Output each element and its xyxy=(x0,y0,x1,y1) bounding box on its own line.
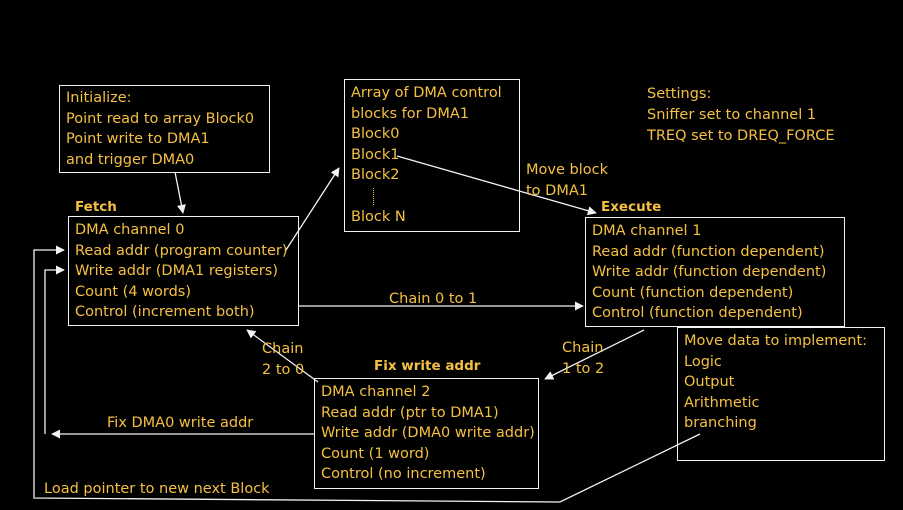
label-load-pointer: Load pointer to new next Block xyxy=(44,481,270,497)
label-move-block-line: to DMA1 xyxy=(526,183,588,199)
execute-box: DMA channel 1 Read addr (function depend… xyxy=(585,217,845,327)
move-data-line: Move data to implement: xyxy=(684,333,868,349)
line-load-pointer-loop xyxy=(33,245,701,503)
ellipsis-dots xyxy=(351,186,513,207)
settings-text: Settings: Sniffer set to channel 1 TREQ … xyxy=(647,84,835,146)
arrow-chain-1-to-2 xyxy=(544,329,645,380)
array-line: Block2 xyxy=(351,167,400,184)
label-chain-line: 2 to 0 xyxy=(262,362,305,378)
array-line: Array of DMA control xyxy=(351,85,502,101)
label-chain-0-to-1: Chain 0 to 1 xyxy=(389,291,478,307)
execute-line: DMA channel 1 xyxy=(592,223,702,239)
settings-line: Sniffer set to channel 1 xyxy=(647,106,817,123)
execute-header: Execute xyxy=(601,199,662,215)
fix-line: DMA channel 2 xyxy=(321,384,431,400)
label-chain-2-to-0: Chain 2 to 0 xyxy=(262,339,304,381)
arrow-block1-to-execute xyxy=(396,155,597,216)
dma-control-array-box: Array of DMA control blocks for DMA1 Blo… xyxy=(344,79,520,232)
settings-line: TREQ set to DREQ_FORCE xyxy=(647,127,835,144)
move-data-box: Move data to implement: Logic Output Ari… xyxy=(677,327,885,461)
move-data-line: Output xyxy=(684,374,735,391)
move-data-line: branching xyxy=(684,415,757,432)
label-move-block: Move block to DMA1 xyxy=(526,160,608,202)
fetch-header: Fetch xyxy=(75,199,117,215)
move-data-line: Arithmetic xyxy=(684,394,760,411)
fix-write-addr-box: DMA channel 2 Read addr (ptr to DMA1) Wr… xyxy=(314,378,539,489)
execute-line: Control (function dependent) xyxy=(592,305,803,322)
initialize-box: Initialize: Point read to array Block0 P… xyxy=(59,85,270,173)
arrow-chain-2-to-0 xyxy=(246,329,319,383)
array-line: Block1 xyxy=(351,146,400,163)
fetch-line: DMA channel 0 xyxy=(75,222,185,238)
label-chain-line: Chain xyxy=(262,341,304,357)
init-line: and trigger DMA0 xyxy=(66,151,195,168)
init-line: Initialize: xyxy=(66,90,132,106)
label-fix-dma0-write-addr: Fix DMA0 write addr xyxy=(107,415,254,431)
execute-line: Count (function dependent) xyxy=(592,284,794,301)
fix-line: Write addr (DMA0 write addr) xyxy=(321,425,535,442)
fix-header: Fix write addr xyxy=(374,358,481,374)
fetch-box: DMA channel 0 Read addr (program counter… xyxy=(68,216,299,326)
fix-line: Count (1 word) xyxy=(321,445,430,462)
execute-line: Write addr (function dependent) xyxy=(592,264,827,281)
array-line: blocks for DMA1 xyxy=(351,105,470,122)
label-chain-line: 1 to 2 xyxy=(562,361,605,377)
label-chain-1-to-2: Chain 1 to 2 xyxy=(562,338,604,380)
arrow-fetch-to-array xyxy=(285,167,340,251)
move-data-line: Logic xyxy=(684,353,722,370)
fix-line: Control (no increment) xyxy=(321,466,486,483)
line-fix-to-write-addr xyxy=(44,265,65,434)
arrow-init-to-fetch xyxy=(174,171,186,214)
label-chain-line: Chain xyxy=(562,340,604,356)
fetch-line: Count (4 words) xyxy=(75,283,192,300)
execute-line: Read addr (function dependent) xyxy=(592,243,825,260)
fetch-line: Read addr (program counter) xyxy=(75,242,288,259)
init-line: Point write to DMA1 xyxy=(66,131,210,148)
fix-line: Read addr (ptr to DMA1) xyxy=(321,404,499,421)
init-line: Point read to array Block0 xyxy=(66,110,255,127)
fetch-line: Control (increment both) xyxy=(75,304,255,321)
array-last-block: Block N xyxy=(351,208,406,225)
fetch-line: Write addr (DMA1 registers) xyxy=(75,263,278,280)
settings-line: Settings: xyxy=(647,86,712,102)
array-line: Block0 xyxy=(351,126,400,143)
label-move-block-line: Move block xyxy=(526,162,608,178)
